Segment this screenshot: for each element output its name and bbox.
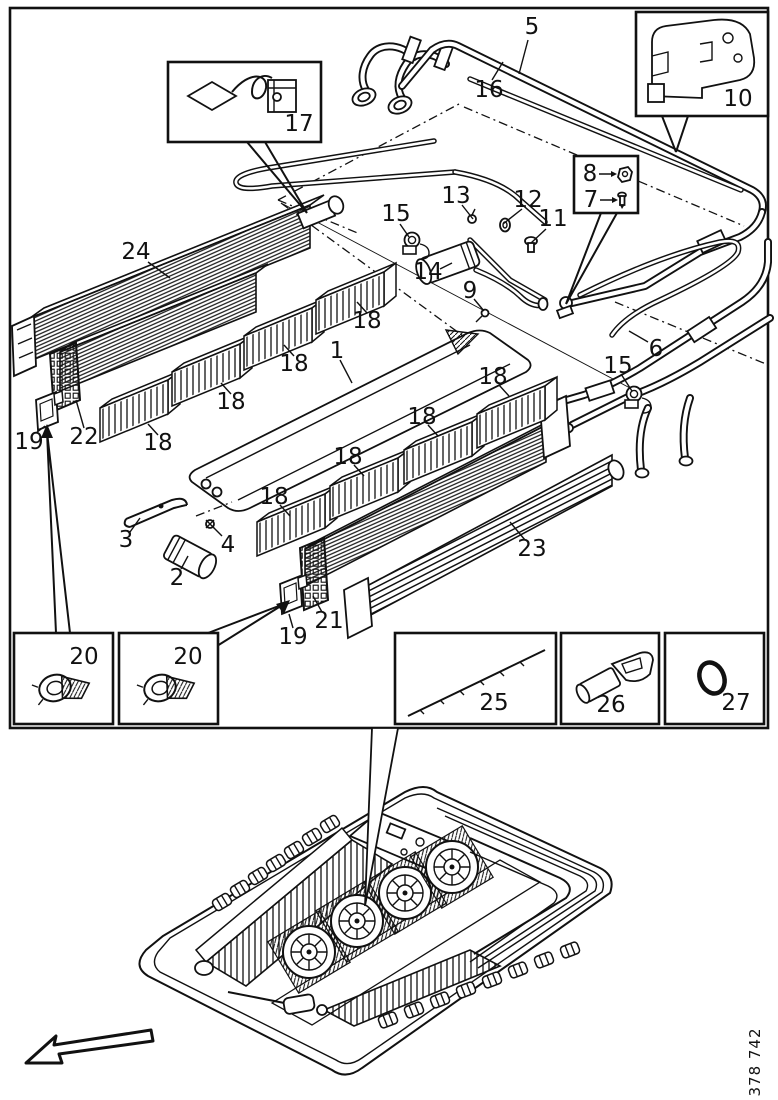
bracket-19-left bbox=[35, 390, 64, 431]
assembled-unit-view bbox=[138, 786, 613, 1076]
detail-box-27 bbox=[663, 631, 766, 726]
detail-box-20-left bbox=[12, 631, 115, 726]
part-label-18-22: 18 bbox=[333, 444, 362, 470]
installed-core-right bbox=[322, 940, 582, 1030]
part-label-26-35: 26 bbox=[596, 692, 625, 718]
part-label-18-23: 18 bbox=[259, 484, 288, 510]
part-label-23-29: 23 bbox=[517, 536, 546, 562]
part-label-18-19: 18 bbox=[143, 430, 172, 456]
heater-core-24 bbox=[11, 194, 345, 378]
part-label-27-36: 27 bbox=[721, 690, 750, 716]
pipe-5 bbox=[398, 39, 767, 216]
part-label-10-3: 10 bbox=[723, 86, 752, 112]
part-label-7-6: 7 bbox=[584, 187, 599, 213]
hose-6 bbox=[577, 238, 742, 338]
part-label-16-1: 16 bbox=[474, 77, 503, 103]
part-label-24-4: 24 bbox=[121, 239, 150, 265]
part-label-6-13: 6 bbox=[649, 336, 664, 362]
part-label-19-25: 19 bbox=[14, 429, 43, 455]
drawing-number: 378 742 bbox=[746, 1027, 764, 1096]
heater-core-23 bbox=[304, 394, 625, 640]
bolt-4 bbox=[195, 501, 233, 529]
grommet-12 bbox=[499, 217, 511, 233]
part-label-14-11: 14 bbox=[413, 259, 442, 285]
clip-13 bbox=[467, 208, 477, 224]
part-label-15-10: 15 bbox=[381, 201, 410, 227]
nut-8-icon bbox=[617, 165, 633, 184]
part-label-11-9: 11 bbox=[538, 206, 567, 232]
valve-15-left bbox=[402, 231, 430, 260]
part-label-12-8: 12 bbox=[513, 187, 542, 213]
direction-arrow-icon bbox=[24, 1028, 155, 1065]
part-label-25-34: 25 bbox=[479, 690, 508, 716]
detail-box-8-7 bbox=[572, 154, 640, 215]
part-label-15-14: 15 bbox=[603, 353, 632, 379]
coolant-pipes bbox=[233, 35, 774, 479]
detail-box-25 bbox=[393, 631, 558, 726]
right-pipework bbox=[545, 208, 774, 479]
strap-3 bbox=[123, 497, 188, 528]
screw-7-icon bbox=[617, 191, 627, 209]
pointer-wedge-25 bbox=[364, 727, 400, 907]
installed-core-left bbox=[194, 813, 394, 987]
bolt-9 bbox=[475, 308, 490, 323]
part-label-19-31: 19 bbox=[278, 624, 307, 650]
part-label-1-15: 1 bbox=[330, 338, 345, 364]
pump-14 bbox=[415, 240, 549, 311]
drawing-number-text: 378 742 bbox=[746, 1027, 764, 1096]
part-label-20-33: 20 bbox=[173, 644, 202, 670]
part-label-18-16: 18 bbox=[352, 308, 381, 334]
part-label-18-20: 18 bbox=[478, 364, 507, 390]
part-label-13-7: 13 bbox=[441, 183, 470, 209]
part-label-9-12: 9 bbox=[463, 278, 478, 304]
part-label-4-27: 4 bbox=[221, 532, 236, 558]
part-label-17-2: 17 bbox=[284, 111, 313, 137]
leader-lines bbox=[35, 39, 731, 697]
part-label-18-21: 18 bbox=[407, 404, 436, 430]
part-label-2-28: 2 bbox=[170, 565, 185, 591]
pipe-16 bbox=[467, 76, 744, 193]
end-plate-21 bbox=[298, 536, 330, 612]
elbow-fitting bbox=[555, 296, 575, 320]
detail-box-10 bbox=[634, 10, 770, 118]
base-plate-1 bbox=[188, 329, 532, 512]
part-label-18-17: 18 bbox=[279, 351, 308, 377]
part-label-5-0: 5 bbox=[525, 14, 540, 40]
part-label-20-32: 20 bbox=[69, 644, 98, 670]
detail-box-26 bbox=[559, 631, 661, 726]
interior-pipes bbox=[227, 837, 571, 1016]
phantom-lines bbox=[277, 103, 767, 389]
part-label-3-26: 3 bbox=[119, 527, 134, 553]
part-label-18-18: 18 bbox=[216, 389, 245, 415]
detail-box-20-right bbox=[117, 631, 220, 726]
part-label-21-30: 21 bbox=[314, 608, 343, 634]
part-label-8-5: 8 bbox=[583, 161, 598, 187]
part-label-22-24: 22 bbox=[69, 424, 98, 450]
flanged-pipe-pair bbox=[351, 35, 454, 115]
detail-box-17 bbox=[166, 60, 323, 144]
